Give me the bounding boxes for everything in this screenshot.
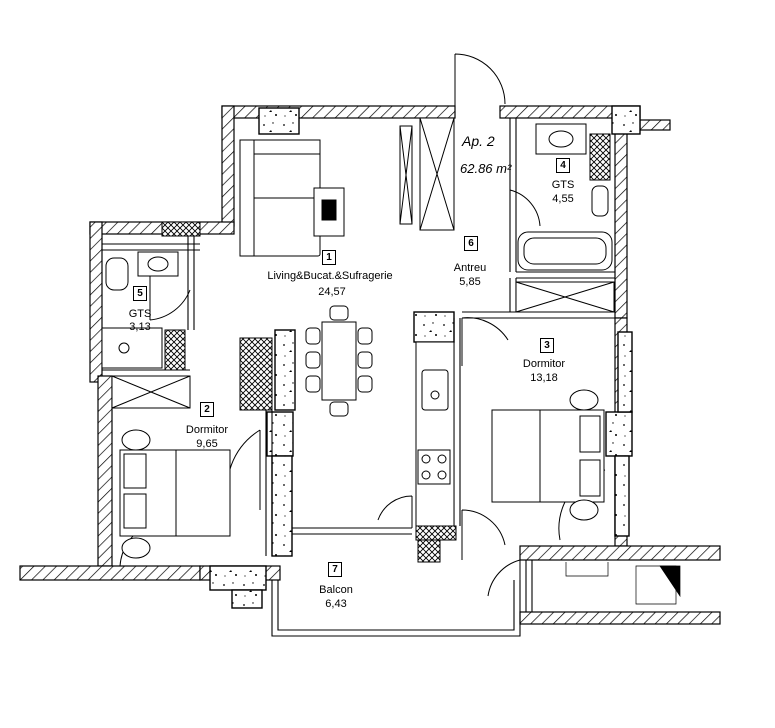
room-area: 6,43	[325, 598, 347, 610]
column	[413, 311, 455, 343]
apartment-area: 62.86 m²	[460, 160, 511, 178]
bed-bedroom2	[119, 429, 231, 559]
room-name: Dormitor	[185, 424, 229, 436]
room-name: Antreu	[453, 262, 487, 274]
wall-top-left	[221, 105, 456, 119]
auxiliary-lines	[565, 562, 681, 605]
door-balcony	[377, 495, 413, 528]
door-balcony-right	[487, 559, 521, 604]
column	[266, 411, 294, 457]
column	[617, 331, 633, 413]
door-bath5	[149, 272, 191, 321]
room-name: Dormitor	[522, 358, 566, 370]
entry-door	[454, 53, 506, 106]
wall-far-left	[89, 221, 103, 383]
wall-right-upper	[614, 117, 628, 319]
door-bath4	[509, 189, 541, 234]
wall-balcony-right	[519, 611, 721, 625]
column	[271, 455, 293, 557]
room-area: 3,13	[129, 321, 151, 333]
apartment-title: Ap. 2	[462, 132, 495, 150]
bed-bedroom3	[491, 389, 605, 521]
toilet	[105, 257, 129, 291]
room-number: 1	[322, 250, 336, 265]
door-living-bedroom2	[226, 429, 261, 511]
apartment-area-value: 62.86 m²	[460, 161, 512, 176]
room-number: 2	[200, 402, 214, 417]
column	[611, 105, 641, 135]
column	[614, 455, 630, 537]
room-area: 24,57	[318, 286, 346, 298]
room-name: Living&Bucat.&Sufragerie	[267, 270, 393, 282]
room-name: GTS	[551, 179, 575, 191]
room-number: 5	[133, 286, 147, 301]
wall-bottom-left	[19, 565, 201, 581]
room-name: Balcon	[319, 584, 353, 596]
dining-table	[305, 305, 373, 417]
shaft	[415, 525, 457, 541]
kitchen-counter	[415, 341, 455, 527]
sofa	[239, 139, 321, 257]
column	[605, 411, 633, 457]
column	[209, 565, 267, 591]
column	[274, 329, 296, 411]
room-number: 6	[464, 236, 478, 251]
ventilation-shafts	[161, 133, 611, 563]
wall-top-extension	[639, 119, 671, 131]
room-name: GTS	[128, 308, 152, 320]
shaft	[589, 133, 611, 181]
shaft	[164, 329, 186, 371]
concrete-columns	[209, 105, 641, 609]
shaft	[417, 539, 441, 563]
window-frames	[111, 117, 615, 409]
door-bedroom3-balcony	[461, 509, 506, 560]
wall-living-left	[221, 105, 235, 227]
room-area: 13,18	[530, 372, 558, 384]
column	[258, 107, 300, 135]
room-number: 3	[540, 338, 554, 353]
door-bedroom3	[461, 317, 509, 366]
tv	[321, 199, 337, 221]
room-area: 9,65	[196, 438, 218, 450]
shower	[101, 327, 163, 369]
shaft	[161, 221, 201, 237]
room-area: 5,85	[459, 276, 481, 288]
toilet	[591, 185, 609, 217]
room-area: 4,55	[552, 193, 574, 205]
shaft	[239, 337, 273, 411]
apartment-name: Ap. 2	[462, 133, 495, 149]
room-number: 4	[556, 158, 570, 173]
wall-bedroom2-left	[97, 375, 113, 567]
wall-bottom-right	[519, 545, 721, 561]
room-number: 7	[328, 562, 342, 577]
column	[231, 589, 263, 609]
furniture	[101, 123, 613, 559]
